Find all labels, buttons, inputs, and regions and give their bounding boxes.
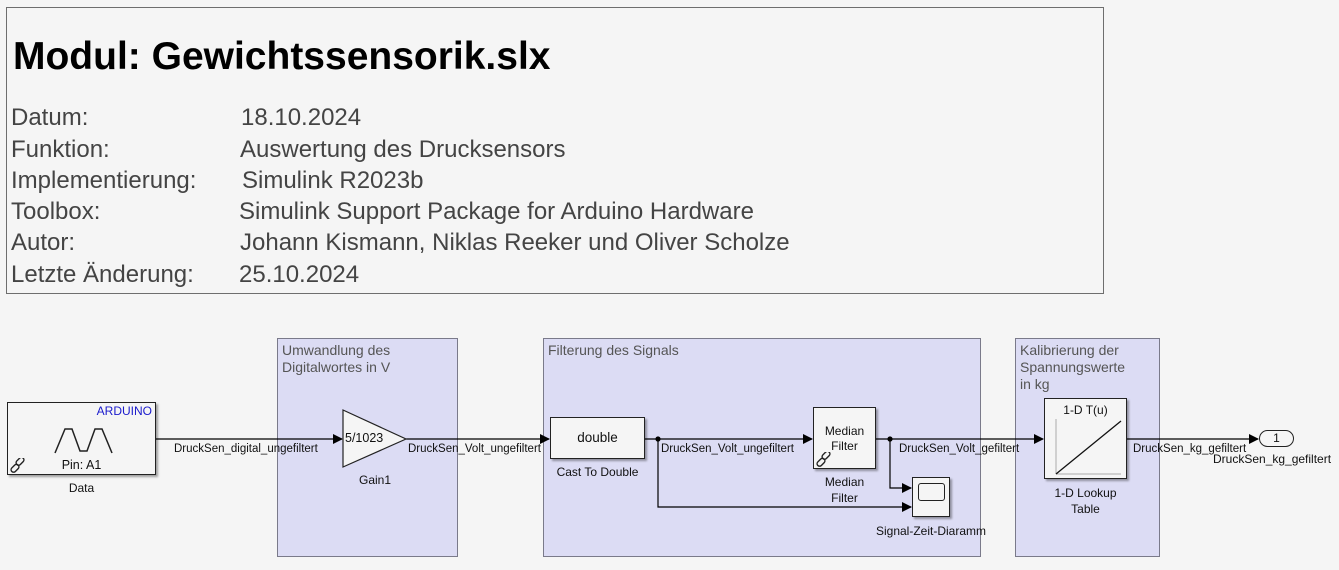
scope-block[interactable] [912,477,950,517]
info-label: Toolbox: [11,198,101,225]
info-value: Auswertung des Drucksensors [240,136,566,163]
lookup-block-name: 1-D Lookup Table [1035,485,1136,517]
analog-wave-icon [54,428,113,454]
signal-label-volt-raw[interactable]: DruckSen_Volt_ungefiltert [661,443,794,455]
signal-label-digital-raw[interactable]: DruckSen_digital_ungefiltert [174,443,318,455]
info-value: 25.10.2024 [239,261,360,288]
median-block-name: Median Filter [805,474,884,506]
cast-block-name: Cast To Double [556,465,639,479]
lookup-table-block[interactable]: 1-D T(u) [1044,398,1127,479]
wire-filtered-to-scope [889,439,912,493]
median-filter-block[interactable]: Median Filter [813,407,876,469]
area-filtering-title: Filterung des Signals [548,342,679,358]
info-value: 18.10.2024 [241,104,362,131]
arduino-tag: ARDUINO [96,404,152,418]
signal-label-volt-raw[interactable]: DruckSen_Volt_ungefiltert [408,443,541,455]
info-label: Autor: [11,229,76,256]
info-label: Funktion: [11,136,110,163]
signal-label-volt-filtered[interactable]: DruckSen_Volt_gefiltert [899,443,1020,455]
signal-label-kg-filtered[interactable]: DruckSen_kg_gefiltert [1133,443,1247,455]
info-label: Letzte Änderung: [11,261,194,288]
library-link-icon [10,458,25,473]
model-title: Modul: Gewichtssensorik.slx [13,35,551,78]
lookup-name-line: Table [1071,502,1100,516]
outport-name: DruckSen_kg_gefiltert [1213,452,1332,466]
info-value: Johann Kismann, Niklas Reeker und Oliver… [240,229,790,256]
gain-block-name: Gain1 [358,473,392,487]
gain-value: 5/1023 [345,431,384,445]
median-text-line: Filter [831,439,858,453]
lookup-block-text: 1-D T(u) [1063,403,1108,417]
lookup-name-line: 1-D Lookup [1054,486,1117,500]
arduino-pin-label: Pin: A1 [61,458,102,472]
info-label: Datum: [11,104,89,131]
median-text-line: Median [824,424,865,438]
area-calibration-title: Kalibrierung der Spannungswerte in kg [1020,342,1126,392]
library-link-icon [816,452,831,467]
scope-block-name: Signal-Zeit-Diaramm [875,524,987,538]
wire-raw-to-scope [657,439,912,512]
area-conversion-title: Umwandlung des Digitalwortes in V [282,342,391,375]
gain-block[interactable] [342,409,408,469]
cast-to-double-block[interactable]: double [550,417,645,459]
median-name-line: Filter [831,491,858,505]
outport-number: 1 [1273,431,1280,445]
info-label: Implementierung: [11,167,197,194]
info-value: Simulink R2023b [242,167,424,194]
scope-screen-icon [918,483,945,501]
model-info-annotation[interactable]: Modul: Gewichtssensorik.slx Datum: 18.10… [6,7,1104,294]
arduino-analog-input-block[interactable]: ARDUINO Pin: A1 [7,402,156,475]
info-value: Simulink Support Package for Arduino Har… [239,198,754,225]
lookup-curve-icon [1055,419,1122,475]
cast-block-text: double [577,430,618,445]
median-block-text: Median Filter [814,424,875,454]
outport-block[interactable]: 1 [1259,430,1294,447]
median-name-line: Median [824,475,865,489]
arduino-block-name: Data [68,481,95,495]
